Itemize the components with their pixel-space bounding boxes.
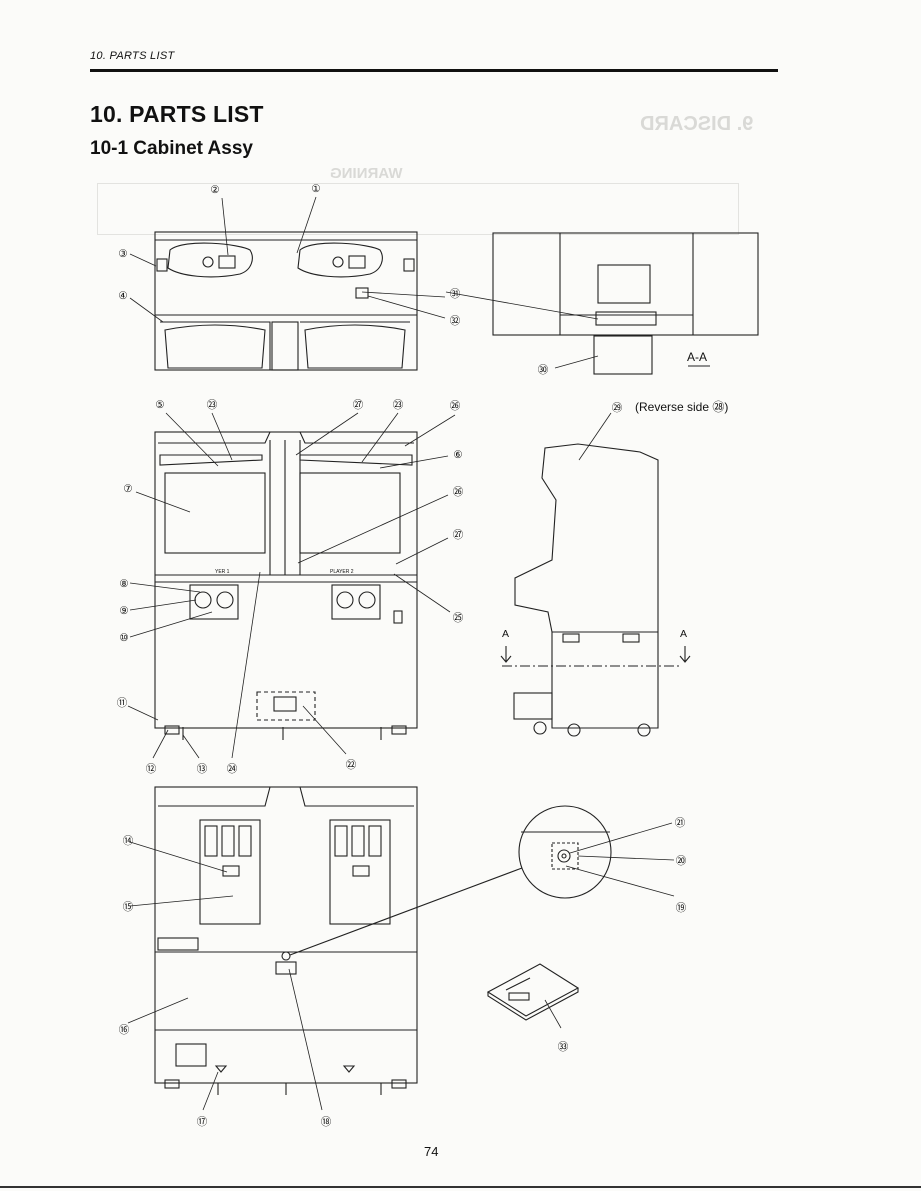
callout-20: ⑳ <box>676 855 687 867</box>
running-header: 10. PARTS LIST <box>90 50 175 62</box>
section-marker-right: A <box>680 628 687 640</box>
diagram-labels: (Reverse side ㉘) A-A A A YER 1 PLAYER 2 <box>215 350 728 640</box>
callout-23b: ㉓ <box>393 399 404 411</box>
callout-12: ⑫ <box>146 763 157 775</box>
rear-view <box>154 786 418 1095</box>
callout-32: ㉜ <box>450 315 461 327</box>
page-number: 74 <box>424 1144 439 1159</box>
bleed-through-warning-box <box>97 183 739 235</box>
callout-10: ⑩ <box>119 632 129 644</box>
section-title: 10-1 Cabinet Assy <box>90 138 253 159</box>
manual-booklet <box>486 963 580 1021</box>
callout-29: ㉙ <box>612 402 623 414</box>
callout-33: ㉝ <box>558 1041 569 1053</box>
callout-22: ㉒ <box>346 759 357 771</box>
callout-19: ⑲ <box>676 902 687 914</box>
callout-2: ② <box>210 184 220 196</box>
callout-9: ⑨ <box>119 605 129 617</box>
callout-7: ⑦ <box>123 483 133 495</box>
callout-25: ㉕ <box>453 612 464 624</box>
callout-26a: ㉖ <box>450 400 461 412</box>
front-view <box>154 431 418 740</box>
callout-27a: ㉗ <box>353 399 364 411</box>
callout-16: ⑯ <box>119 1024 130 1036</box>
player1-panel-text: YER 1 <box>215 569 230 575</box>
leader-lines <box>127 196 675 1111</box>
header-rule <box>90 69 778 72</box>
scan-edge <box>0 1186 921 1188</box>
detail-view <box>289 805 612 956</box>
callout-1: ① <box>311 183 321 195</box>
top-view <box>154 231 418 371</box>
section-view-label: A-A <box>687 350 707 364</box>
callout-21: ㉑ <box>675 817 686 829</box>
callout-30: ㉚ <box>538 364 549 376</box>
callout-27b: ㉗ <box>453 529 464 541</box>
callout-26b: ㉖ <box>453 486 464 498</box>
callout-4: ④ <box>118 290 128 302</box>
callout-11: ⑪ <box>117 697 128 709</box>
section-a-a-view <box>492 232 759 375</box>
callout-3: ③ <box>118 248 128 260</box>
side-view <box>500 443 691 737</box>
callout-8: ⑧ <box>119 578 129 590</box>
callout-14: ⑭ <box>123 835 134 847</box>
player2-panel-text: PLAYER 2 <box>330 569 354 575</box>
callout-13: ⑬ <box>197 763 208 775</box>
callout-23a: ㉓ <box>207 399 218 411</box>
callout-5: ⑤ <box>155 399 165 411</box>
page-title: 10. PARTS LIST <box>90 101 264 127</box>
callout-24: ㉔ <box>227 763 238 775</box>
callout-6: ⑥ <box>453 449 463 461</box>
callout-numbers: ② ① ③ ④ ㉛ ㉜ ㉚ ⑤ ㉓ ㉗ ㉓ ㉖ ⑥ ⑦ ㉖ ㉗ ⑧ ⑨ ⑩ ㉕ … <box>117 183 687 1128</box>
callout-15: ⑮ <box>123 901 134 913</box>
reverse-side-note: (Reverse side ㉘) <box>635 400 728 414</box>
section-marker-left: A <box>502 628 509 640</box>
callout-17: ⑰ <box>197 1116 208 1128</box>
callout-31: ㉛ <box>450 288 461 300</box>
callout-18: ⑱ <box>321 1116 332 1128</box>
